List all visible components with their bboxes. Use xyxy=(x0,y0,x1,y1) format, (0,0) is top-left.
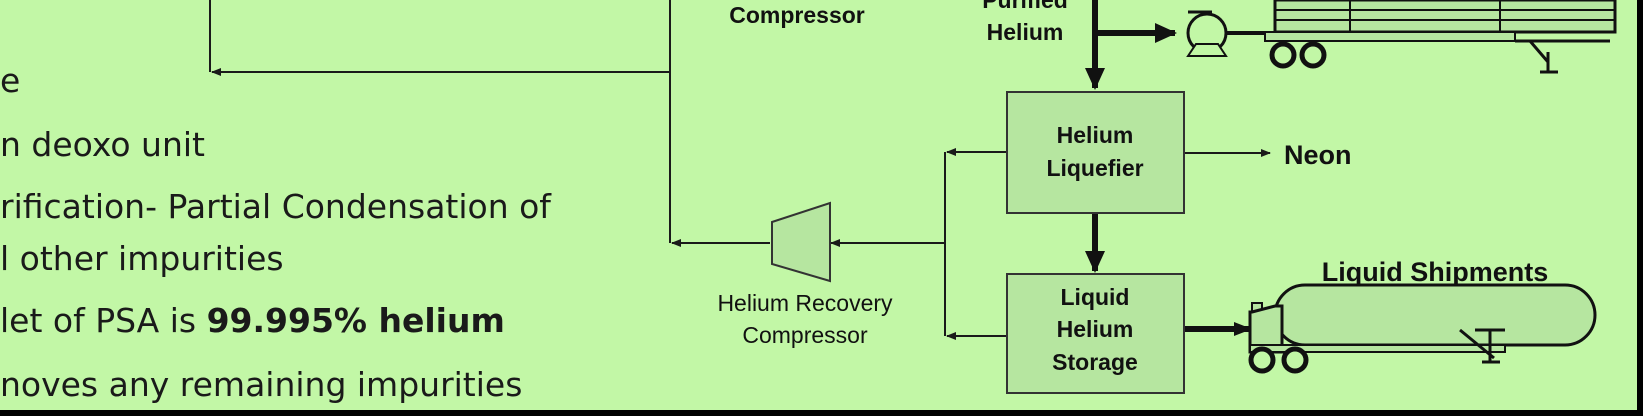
tube-trailer-icon xyxy=(1264,0,1617,74)
bullet-line-6: noves any remaining impurities xyxy=(0,365,522,404)
bullet-line-3: rification- Partial Condensation of xyxy=(0,187,552,226)
helium-liquefier-box: Helium Liquefier xyxy=(1006,91,1185,214)
flow-lines xyxy=(209,0,1271,340)
liquefier-label-line-1: Helium xyxy=(1057,122,1134,148)
recovery-compressor-label-line-1: Helium Recovery xyxy=(717,290,893,316)
truck-wheel-icon xyxy=(1281,346,1309,374)
bullet-line-5-bold: 99.995% helium xyxy=(207,301,505,340)
trailer-wheel-icon xyxy=(1299,41,1327,69)
compressor-top-label: Compressor xyxy=(729,2,865,28)
storage-label-line-1: Liquid xyxy=(1061,284,1130,310)
bullet-line-1: e xyxy=(0,61,20,100)
bullet-line-5-prefix: let of PSA is xyxy=(0,301,207,340)
truck-wheel-icon xyxy=(1248,346,1276,374)
liquid-shipments-label: Liquid Shipments xyxy=(1322,257,1549,287)
bottom-frame xyxy=(0,410,1643,416)
bullet-line-2: n deoxo unit xyxy=(0,125,205,164)
purified-helium-label-line-1: Purified xyxy=(982,0,1068,13)
liquefier-label-line-2: Liquefier xyxy=(1046,155,1143,181)
pump-icon xyxy=(1186,10,1275,57)
storage-label-line-2: Helium xyxy=(1057,316,1134,342)
bullet-line-4: l other impurities xyxy=(0,239,284,278)
storage-label-line-3: Storage xyxy=(1052,349,1138,375)
liquid-helium-storage-box: Liquid Helium Storage xyxy=(1006,273,1185,394)
purified-helium-label-line-2: Helium xyxy=(987,19,1064,45)
right-frame xyxy=(1637,0,1643,416)
bullet-line-5: let of PSA is 99.995% helium xyxy=(0,301,505,340)
recovery-compressor-icon xyxy=(771,201,831,283)
liquid-tanker-truck-icon xyxy=(1248,283,1597,374)
recovery-compressor-label-line-2: Compressor xyxy=(742,322,868,348)
neon-label: Neon xyxy=(1284,140,1352,170)
thick-flow-lines xyxy=(1085,0,1252,336)
trailer-wheel-icon xyxy=(1269,41,1297,69)
bullet-list: e n deoxo unit rification- Partial Conde… xyxy=(0,61,552,404)
